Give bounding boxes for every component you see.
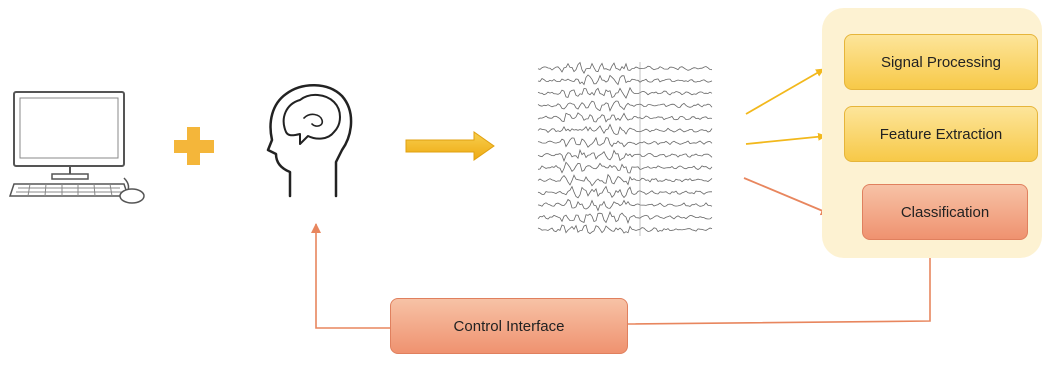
control-interface-box: Control Interface bbox=[390, 298, 628, 354]
classification-box: Classification bbox=[862, 184, 1028, 240]
eeg-trace bbox=[537, 198, 713, 212]
arrow-to-feature-extraction bbox=[745, 132, 827, 145]
control-interface-label: Control Interface bbox=[453, 317, 565, 335]
eeg-trace bbox=[537, 224, 713, 235]
eeg-trace bbox=[537, 136, 713, 148]
head-to-eeg-arrow bbox=[405, 131, 495, 161]
brain-head-icon bbox=[266, 84, 353, 198]
computer-icon bbox=[8, 91, 145, 204]
classification-label: Classification bbox=[900, 203, 990, 221]
eeg-trace bbox=[537, 173, 713, 187]
eeg-trace bbox=[537, 148, 713, 163]
eeg-trace bbox=[537, 112, 713, 123]
feature-extraction-label: Feature Extraction bbox=[879, 125, 1003, 143]
plus-icon bbox=[174, 127, 214, 165]
eeg-trace bbox=[537, 86, 713, 99]
eeg-trace bbox=[537, 161, 713, 174]
eeg-trace bbox=[537, 123, 713, 135]
feature-extraction-box: Feature Extraction bbox=[844, 106, 1038, 162]
arrow-to-classification bbox=[743, 177, 831, 216]
eeg-trace bbox=[537, 100, 713, 112]
signal-processing-label: Signal Processing bbox=[880, 53, 1002, 71]
eeg-trace bbox=[537, 211, 713, 224]
control-to-head-arrow bbox=[311, 223, 390, 329]
eeg-signal-icon bbox=[537, 61, 713, 236]
classification-to-control-line bbox=[627, 242, 931, 325]
eeg-trace bbox=[537, 74, 713, 86]
arrow-to-signal-processing bbox=[745, 68, 825, 115]
signal-processing-box: Signal Processing bbox=[844, 34, 1038, 90]
eeg-trace bbox=[537, 185, 712, 199]
eeg-trace bbox=[537, 61, 713, 74]
